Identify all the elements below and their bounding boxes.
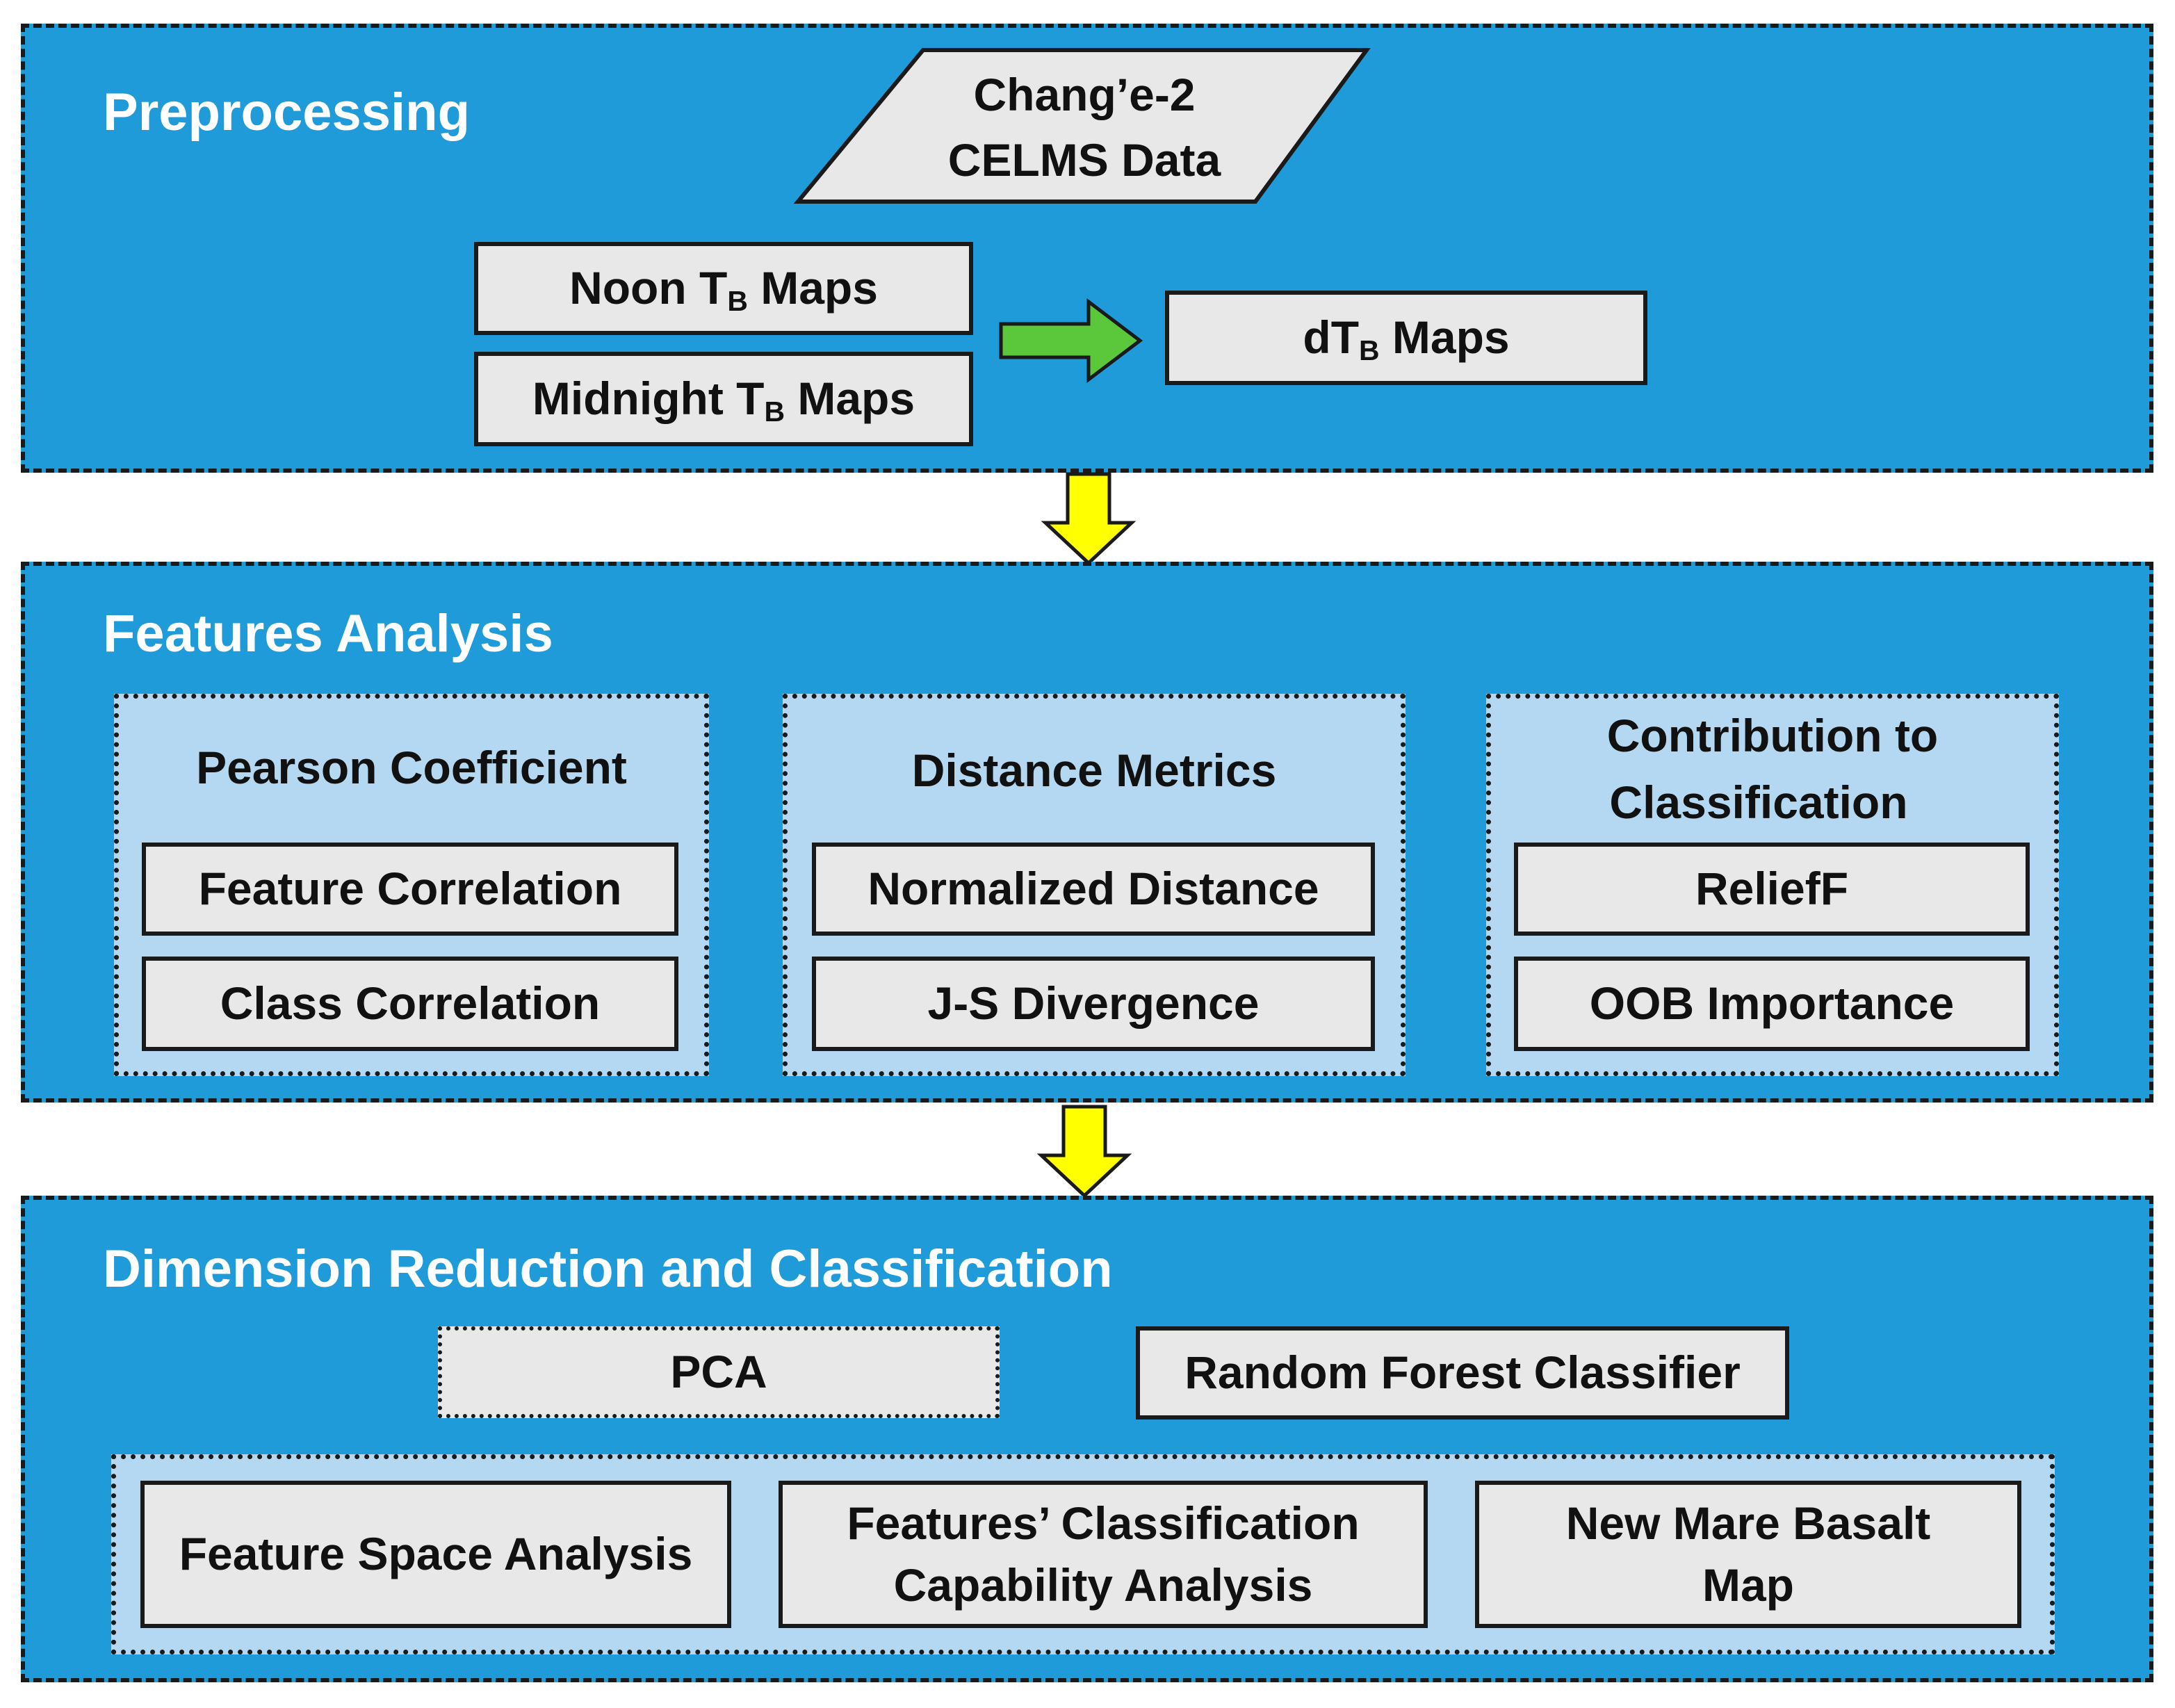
dtb-maps-box: dTB Maps: [1165, 291, 1647, 385]
group-title: Distance Metrics: [911, 745, 1277, 796]
data-source-parallelogram: [793, 48, 1371, 204]
midnight-tb-maps-label: Midnight TB Maps: [532, 373, 915, 428]
midnight-tb-maps-box: Midnight TB Maps: [474, 352, 973, 446]
js-divergence-box: J-S Divergence: [812, 957, 1375, 1051]
output-label: Feature Space Analysis: [179, 1528, 693, 1580]
group-title: Contribution to Classification: [1606, 710, 1939, 828]
green-arrow-icon: [999, 298, 1143, 384]
dtb-maps-label: dTB Maps: [1303, 311, 1510, 367]
data-source-line-1: Chang’e-2: [973, 69, 1196, 120]
normalized-distance-box: Normalized Distance: [812, 843, 1375, 936]
output-label: Features’ Classification Capability Anal…: [847, 1497, 1360, 1611]
class-correlation-box: Class Correlation: [142, 957, 678, 1051]
random-forest-classifier-box: Random Forest Classifier: [1136, 1326, 1789, 1420]
data-source-line-2: CELMS Data: [947, 133, 1221, 186]
preprocessing-title: Preprocessing: [103, 83, 470, 142]
classification-capability-box: Features’ Classification Capability Anal…: [779, 1481, 1428, 1628]
data-source-label: Chang’e-2 CELMS Data: [855, 63, 1314, 193]
feature-correlation-box: Feature Correlation: [142, 843, 678, 936]
new-mare-basalt-map-box: New Mare Basalt Map: [1475, 1481, 2021, 1628]
relieff-box: ReliefF: [1514, 843, 2030, 936]
group-title: Pearson Coefficient: [196, 742, 627, 793]
pca-box: PCA: [438, 1326, 1000, 1418]
yellow-arrow-down-icon: [1036, 1105, 1132, 1198]
output-label: New Mare Basalt Map: [1565, 1497, 1931, 1611]
yellow-arrow-down-icon: [1041, 472, 1137, 566]
noon-tb-maps-box: Noon TB Maps: [474, 242, 973, 335]
features-analysis-title: Features Analysis: [103, 604, 553, 663]
oob-importance-box: OOB Importance: [1514, 957, 2030, 1051]
feature-space-analysis-box: Feature Space Analysis: [140, 1481, 731, 1628]
dimension-reduction-title: Dimension Reduction and Classification: [103, 1239, 1113, 1299]
noon-tb-maps-label: Noon TB Maps: [569, 262, 878, 318]
